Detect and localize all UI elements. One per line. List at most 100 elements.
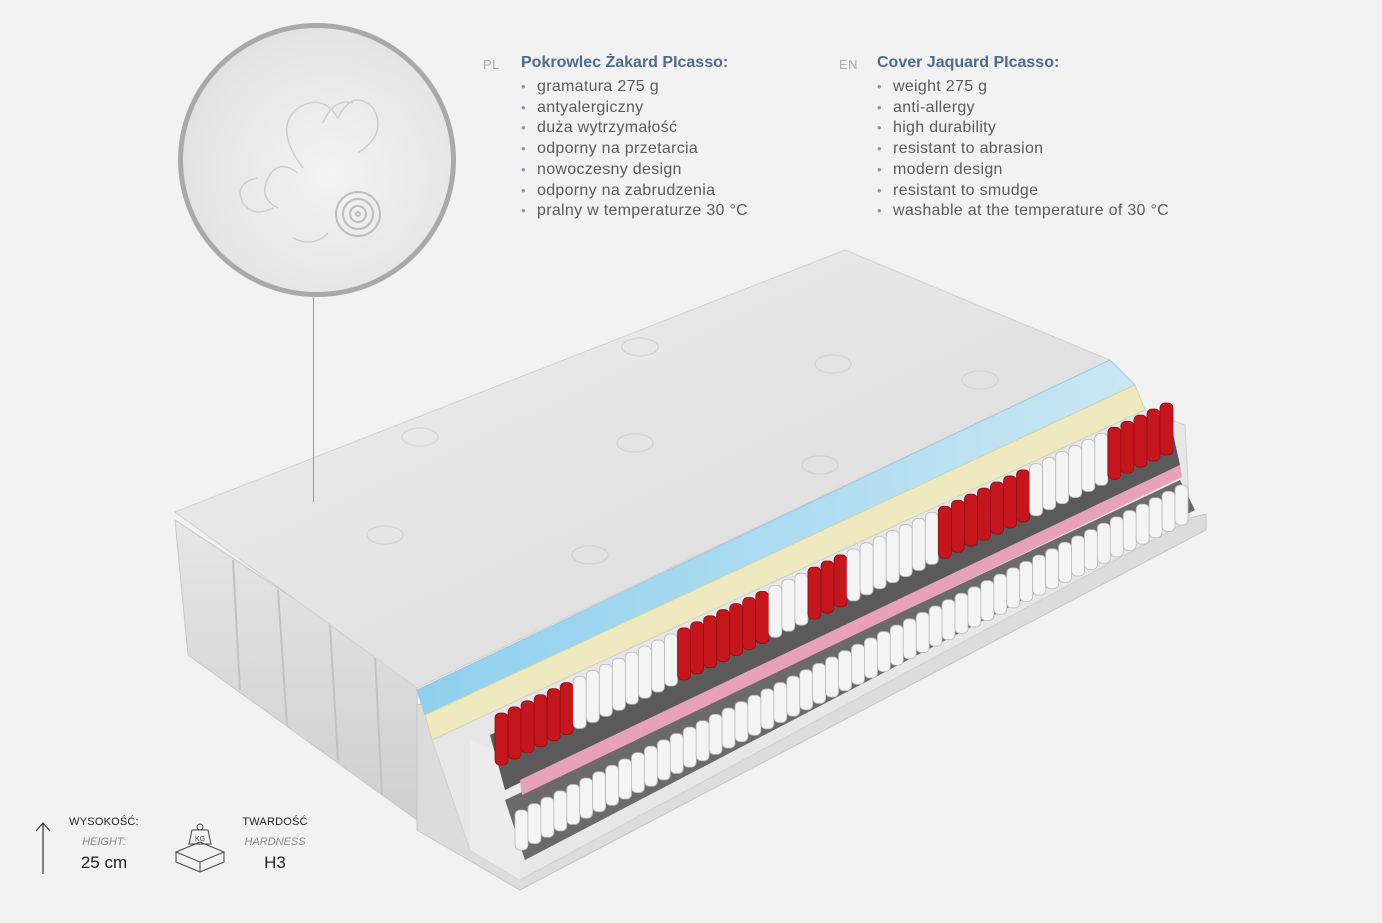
pocket-spring-red	[690, 621, 704, 675]
pocket-spring-white	[1084, 529, 1098, 571]
pocket-spring-white	[618, 758, 632, 800]
pocket-spring-white	[993, 573, 1008, 615]
feature-text: resistant to smudge	[893, 181, 1039, 199]
feature-text: antyalergiczny	[537, 98, 644, 116]
pocket-spring-white	[980, 580, 995, 621]
feature-text: odporny na zabrudzenia	[537, 181, 716, 199]
pocket-spring-white	[605, 764, 619, 806]
pocket-spring-white	[682, 726, 697, 768]
pocket-spring-red	[520, 700, 535, 754]
height-info: WYSOKOŚĆ: HEIGHT: 25 cm	[62, 816, 146, 896]
pocket-spring-white	[1032, 554, 1047, 596]
feature-list-en: •weight 275 g•anti-allergy•high durabili…	[877, 77, 1169, 222]
pocket-spring-white	[1094, 432, 1109, 486]
pocket-spring-white	[872, 536, 887, 590]
pocket-spring-white	[967, 586, 982, 628]
spec-pl: PL Pokrowlec Żakard PIcasso: •gramatura …	[483, 52, 748, 222]
feature-item-en: • resistant to abrasion	[877, 139, 1169, 160]
pocket-spring-white	[1068, 445, 1083, 498]
feature-text: anti-allergy	[893, 98, 975, 116]
hardness-sublabel: HARDNESS	[244, 836, 306, 848]
pocket-spring-white	[553, 790, 568, 832]
pocket-spring-white	[611, 657, 626, 711]
bullet-icon: •	[877, 99, 882, 115]
pocket-spring-white	[1058, 541, 1072, 583]
pocket-spring-white	[768, 584, 783, 638]
pocket-spring-white	[898, 524, 913, 577]
pocket-spring-white	[1045, 548, 1059, 590]
pocket-spring-red	[833, 554, 848, 608]
pocket-spring-red	[507, 706, 522, 760]
pocket-spring-white	[708, 714, 723, 755]
pocket-spring-white	[902, 618, 917, 660]
pocket-spring-white	[1042, 457, 1057, 511]
feature-item-en: • resistant to smudge	[877, 181, 1169, 202]
pocket-spring-white	[540, 796, 555, 838]
hardness-info: TWARDOŚĆ HARDNESS H3	[232, 816, 318, 896]
bullet-icon: •	[521, 120, 526, 136]
feature-item-pl: •pralny w temperaturze 30 °C	[521, 201, 748, 222]
feature-text: resistant to abrasion	[893, 140, 1044, 158]
pocket-spring-red	[742, 597, 757, 650]
pocket-spring-white	[889, 624, 904, 666]
pocket-spring-white	[695, 720, 710, 762]
pocket-spring-white	[941, 599, 956, 641]
pocket-spring-white	[514, 809, 529, 851]
up-arrow-icon	[35, 822, 51, 874]
pocket-spring-white	[1148, 497, 1163, 539]
pocket-spring-white	[747, 694, 762, 736]
leader-line	[313, 297, 314, 502]
feature-text: gramatura 275 g	[537, 78, 659, 95]
pocket-spring-white	[638, 645, 652, 699]
feature-text: washable at the temperature of 30 °C	[893, 202, 1170, 220]
bullet-icon: •	[877, 203, 882, 219]
pocket-spring-red	[533, 694, 548, 748]
pocket-spring-white	[527, 803, 542, 845]
pocket-spring-red	[807, 566, 822, 620]
feature-text: modern design	[893, 160, 1003, 178]
pocket-spring-red	[977, 487, 991, 541]
pocket-spring-white	[631, 752, 645, 794]
height-label: WYSOKOŚĆ:	[69, 816, 139, 828]
pocket-spring-white	[799, 669, 814, 711]
hardness-label: TWARDOŚĆ	[242, 816, 308, 828]
pocket-spring-white	[773, 682, 788, 723]
pocket-spring-white	[760, 688, 775, 730]
feature-text: odporny na przetarcia	[537, 140, 699, 158]
bullet-icon: •	[877, 182, 882, 198]
pocket-spring-white	[624, 651, 639, 705]
pocket-spring-white	[876, 631, 891, 672]
pocket-spring-red	[1133, 414, 1148, 468]
feature-item-pl: • odporny na zabrudzenia	[521, 181, 748, 202]
pocket-spring-white	[954, 592, 969, 634]
pocket-spring-red	[937, 505, 952, 559]
pocket-spring-red	[1016, 469, 1030, 523]
bullet-icon: •	[521, 79, 526, 94]
spec-title-pl: Pokrowlec Żakard PIcasso:	[521, 54, 729, 71]
feature-item-pl: • antyalergiczny	[521, 98, 748, 119]
fabric-zoom-circle	[178, 23, 456, 297]
pocket-spring-white	[1122, 510, 1137, 551]
bullet-icon: •	[521, 182, 526, 198]
pocket-spring-white	[651, 639, 665, 693]
pocket-spring-white	[585, 670, 600, 723]
feature-text: nowoczesny design	[537, 160, 682, 178]
pocket-spring-white	[859, 542, 874, 596]
pocket-spring-red	[546, 688, 561, 742]
spec-en: EN Cover Jaquard PIcasso: •weight 275 g•…	[839, 52, 1169, 222]
jacquard-pattern-icon	[239, 99, 381, 243]
pocket-spring-white	[885, 530, 900, 584]
pocket-spring-red	[820, 560, 835, 614]
pocket-spring-red	[1159, 402, 1174, 456]
bullet-icon: •	[521, 99, 526, 115]
pocket-spring-red	[1107, 426, 1122, 480]
pocket-spring-white	[664, 633, 678, 687]
pocket-spring-white	[794, 572, 809, 626]
pocket-spring-white	[1096, 522, 1111, 564]
pocket-spring-white	[1029, 463, 1044, 517]
bullet-icon: •	[877, 141, 882, 157]
bullet-icon: •	[521, 161, 526, 177]
pocket-spring-white	[598, 663, 613, 717]
pocket-spring-white	[825, 656, 839, 698]
